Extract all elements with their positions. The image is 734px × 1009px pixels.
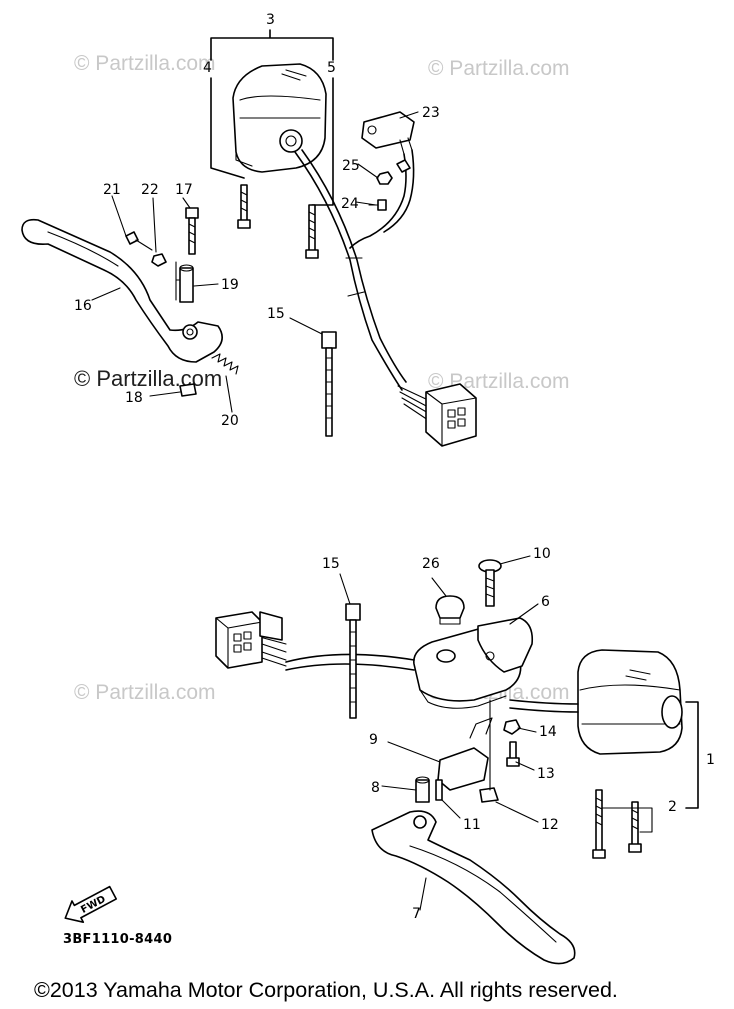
upper-switch-housing (210, 29, 334, 259)
watermark: © Partzilla.com (74, 52, 216, 75)
lower-switch-housing (577, 649, 699, 859)
callout: 19 (221, 277, 239, 293)
callout: 1 (706, 752, 715, 768)
callout: 4 (203, 60, 212, 76)
upper-callouts: 3 4 5 23 25 24 21 22 17 19 16 15 18 20 (74, 12, 440, 429)
callout: 16 (74, 298, 92, 314)
callout: 11 (463, 817, 481, 833)
callout: 18 (125, 390, 143, 406)
callout: 14 (539, 724, 557, 740)
watermark: © Partzilla.com (74, 366, 223, 391)
lower-small-parts (345, 559, 521, 803)
lower-wire-harness (215, 611, 579, 713)
callout: 15 (267, 306, 285, 322)
lower-callouts: 15 26 10 6 9 14 13 1 2 8 11 12 7 (322, 546, 715, 922)
callout: 22 (141, 182, 159, 198)
callout: 7 (412, 906, 421, 922)
callout: 2 (668, 799, 677, 815)
lower-leaders (339, 555, 539, 911)
watermark: © Partzilla.com (74, 681, 216, 704)
brake-switch (349, 111, 415, 249)
callout: 12 (541, 817, 559, 833)
callout: 17 (175, 182, 193, 198)
callout: 3 (266, 12, 275, 28)
callout: 25 (342, 158, 360, 174)
callout: 23 (422, 105, 440, 121)
diagram-code: 3BF1110-8440 (63, 932, 173, 947)
upper-leaders (91, 111, 419, 413)
fwd-arrow-icon: FWD (64, 885, 118, 923)
cable-tie-upper (321, 331, 337, 437)
brake-lever-lower (371, 810, 576, 965)
callout: 21 (103, 182, 121, 198)
callout: 6 (541, 594, 550, 610)
callout: 24 (341, 196, 359, 212)
copyright-notice: ©2013 Yamaha Motor Corporation, U.S.A. A… (34, 978, 618, 1002)
clutch-lever-upper (21, 207, 239, 397)
callout: 15 (322, 556, 340, 572)
callout: 8 (371, 780, 380, 796)
callout: 13 (537, 766, 555, 782)
callout: 9 (369, 732, 378, 748)
upper-wire-harness (294, 149, 477, 447)
callout: 20 (221, 413, 239, 429)
callout: 26 (422, 556, 440, 572)
callout: 10 (533, 546, 551, 562)
lever-holder (413, 617, 534, 709)
watermark: © Partzilla.com (428, 57, 570, 80)
callout: 5 (327, 60, 336, 76)
